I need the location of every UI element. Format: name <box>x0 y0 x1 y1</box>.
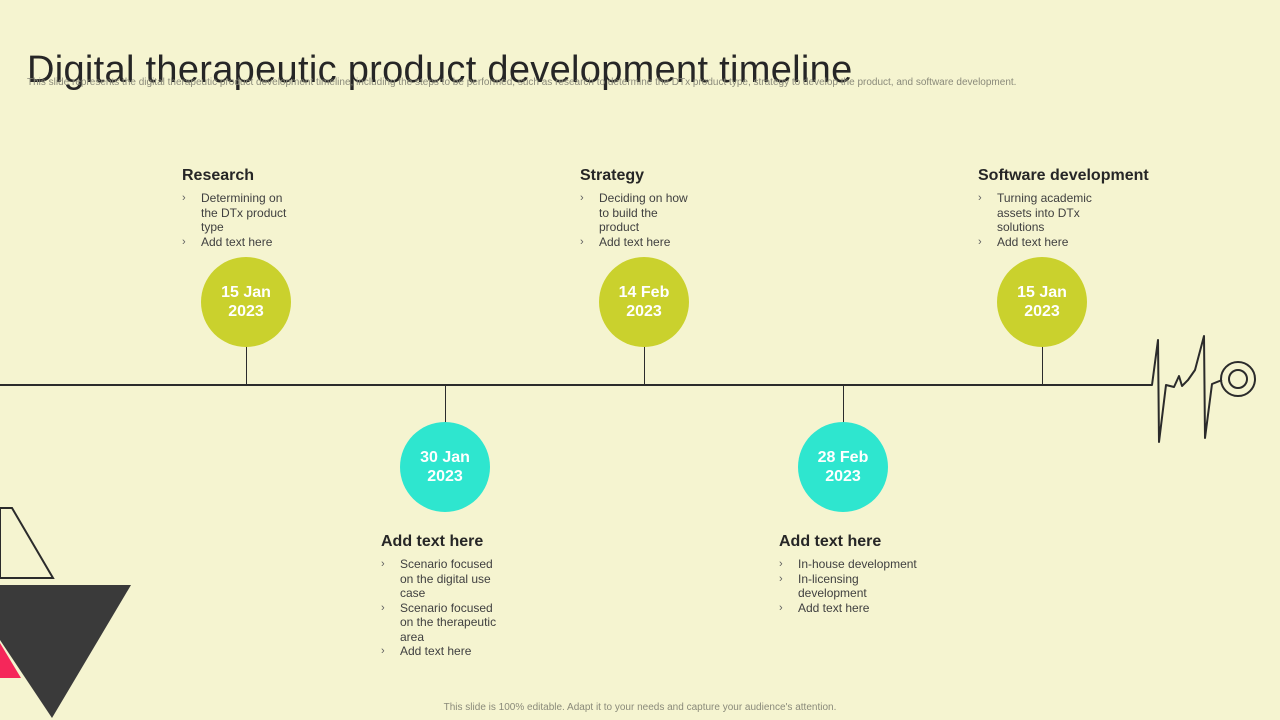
milestone-connector <box>246 345 247 385</box>
milestone-label: StrategyDeciding on how to build the pro… <box>580 167 780 249</box>
milestone-bullet-list: In-house developmentIn-licensing develop… <box>779 557 929 615</box>
milestone-bullet: Add text here <box>580 235 695 250</box>
outline-triangle-shape <box>0 507 55 579</box>
milestone-bullet: Add text here <box>182 235 297 250</box>
milestone-connector <box>644 345 645 385</box>
milestone-date-circle: 28 Feb 2023 <box>798 422 888 512</box>
milestone-bullet: In-house development <box>779 557 929 572</box>
heartbeat-line-icon <box>1148 335 1223 443</box>
milestone-heading: Research <box>182 167 255 184</box>
milestone-date: 30 Jan 2023 <box>420 449 470 485</box>
milestone-bullet-list: Determining on the DTx product typeAdd t… <box>182 191 297 249</box>
milestone-heading: Strategy <box>580 167 645 184</box>
milestone-bullet: Determining on the DTx product type <box>182 191 297 235</box>
milestone-date: 14 Feb 2023 <box>618 284 670 320</box>
milestone-date-circle: 15 Jan 2023 <box>201 257 291 347</box>
milestone-bullet-list: Turning academic assets into DTx solutio… <box>978 191 1128 249</box>
timeline-axis <box>0 384 1150 386</box>
milestone-bullet: In-licensing development <box>779 572 929 601</box>
page-subtitle: This slide represents the digital therap… <box>27 77 1017 88</box>
milestone-label: Add text hereIn-house developmentIn-lice… <box>779 533 979 615</box>
dark-triangle-shape <box>0 585 131 718</box>
milestone-bullet: Add text here <box>978 235 1128 250</box>
milestone-label: ResearchDetermining on the DTx product t… <box>182 167 382 249</box>
milestone-date: 15 Jan 2023 <box>1017 284 1067 320</box>
footer-note: This slide is 100% editable. Adapt it to… <box>443 702 837 713</box>
milestone-bullet: Deciding on how to build the product <box>580 191 695 235</box>
milestone-connector <box>1042 345 1043 385</box>
milestone-heading: Add text here <box>381 533 484 550</box>
milestone-bullet: Scenario focused on the digital use case <box>381 557 501 601</box>
milestone-date: 15 Jan 2023 <box>221 284 271 320</box>
milestone-heading: Add text here <box>779 533 882 550</box>
milestone-date-circle: 14 Feb 2023 <box>599 257 689 347</box>
milestone-bullet: Add text here <box>779 601 929 616</box>
milestone-label: Add text hereScenario focused on the dig… <box>381 533 581 659</box>
milestone-bullet: Add text here <box>381 644 501 659</box>
milestone-connector <box>843 385 844 424</box>
milestone-date-circle: 15 Jan 2023 <box>997 257 1087 347</box>
milestone-heading: Software development <box>978 167 1149 184</box>
milestone-date-circle: 30 Jan 2023 <box>400 422 490 512</box>
milestone-label: Software developmentTurning academic ass… <box>978 167 1178 249</box>
milestone-date: 28 Feb 2023 <box>817 449 869 485</box>
target-ring-icon <box>1220 361 1256 397</box>
milestone-bullet: Turning academic assets into DTx solutio… <box>978 191 1128 235</box>
milestone-connector <box>445 385 446 424</box>
milestone-bullet: Scenario focused on the therapeutic area <box>381 601 501 645</box>
milestone-bullet-list: Deciding on how to build the productAdd … <box>580 191 695 249</box>
page-title: Digital therapeutic product development … <box>27 49 853 92</box>
milestone-bullet-list: Scenario focused on the digital use case… <box>381 557 501 659</box>
red-triangle-shape <box>0 643 21 678</box>
